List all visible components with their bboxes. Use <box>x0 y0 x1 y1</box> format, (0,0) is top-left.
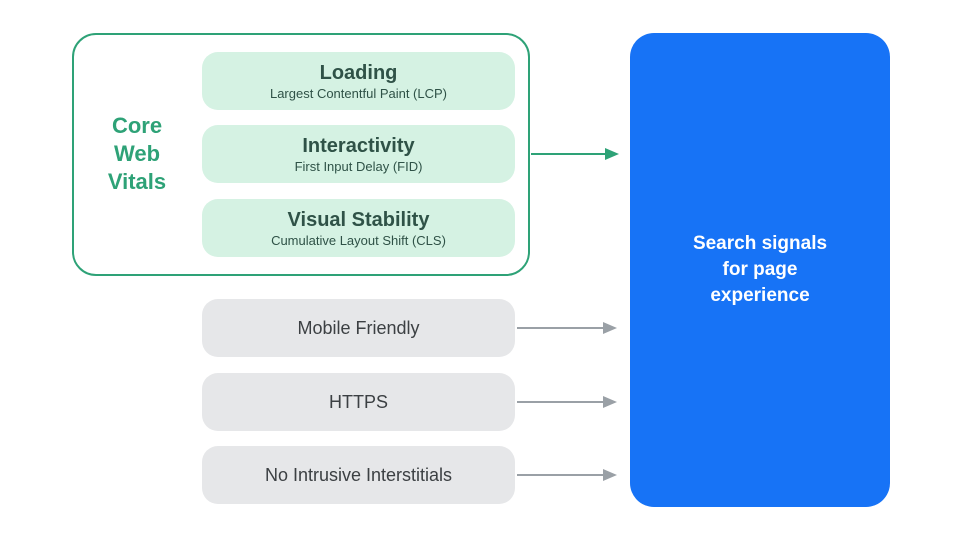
arrow-right-icon-no-intrusive-interstitials <box>517 474 603 476</box>
arrow-right-icon-mobile-friendly <box>517 327 603 329</box>
core-web-vitals-label: Core Web Vitals <box>107 113 167 194</box>
signal-no-intrusive-interstitials-label: No Intrusive Interstitials <box>264 465 453 485</box>
arrow-right-icon-https <box>517 401 603 403</box>
signal-no-intrusive-interstitials: No Intrusive Interstitials <box>202 446 515 504</box>
signal-mobile-friendly-label: Mobile Friendly <box>297 318 420 338</box>
signal-https-label: HTTPS <box>328 392 388 412</box>
cwv-item-visual-stability: Visual Stability Cumulative Layout Shift… <box>202 199 515 257</box>
cwv-interactivity-subtitle: First Input Delay (FID) <box>294 158 423 174</box>
cwv-item-interactivity: Interactivity First Input Delay (FID) <box>202 125 515 183</box>
arrow-right-icon-core-web-vitals <box>531 153 605 155</box>
cwv-item-loading: Loading Largest Contentful Paint (LCP) <box>202 52 515 110</box>
signal-https: HTTPS <box>202 373 515 431</box>
signal-mobile-friendly: Mobile Friendly <box>202 299 515 357</box>
search-signals-label: Search signals for page experience <box>692 233 828 306</box>
cwv-interactivity-title: Interactivity <box>302 134 415 157</box>
cwv-loading-subtitle: Largest Contentful Paint (LCP) <box>269 85 448 101</box>
cwv-visual-stability-title: Visual Stability <box>287 208 430 231</box>
cwv-loading-title: Loading <box>319 61 398 84</box>
search-signals-box: Search signals for page experience <box>630 33 890 507</box>
cwv-visual-stability-subtitle: Cumulative Layout Shift (CLS) <box>271 232 446 248</box>
